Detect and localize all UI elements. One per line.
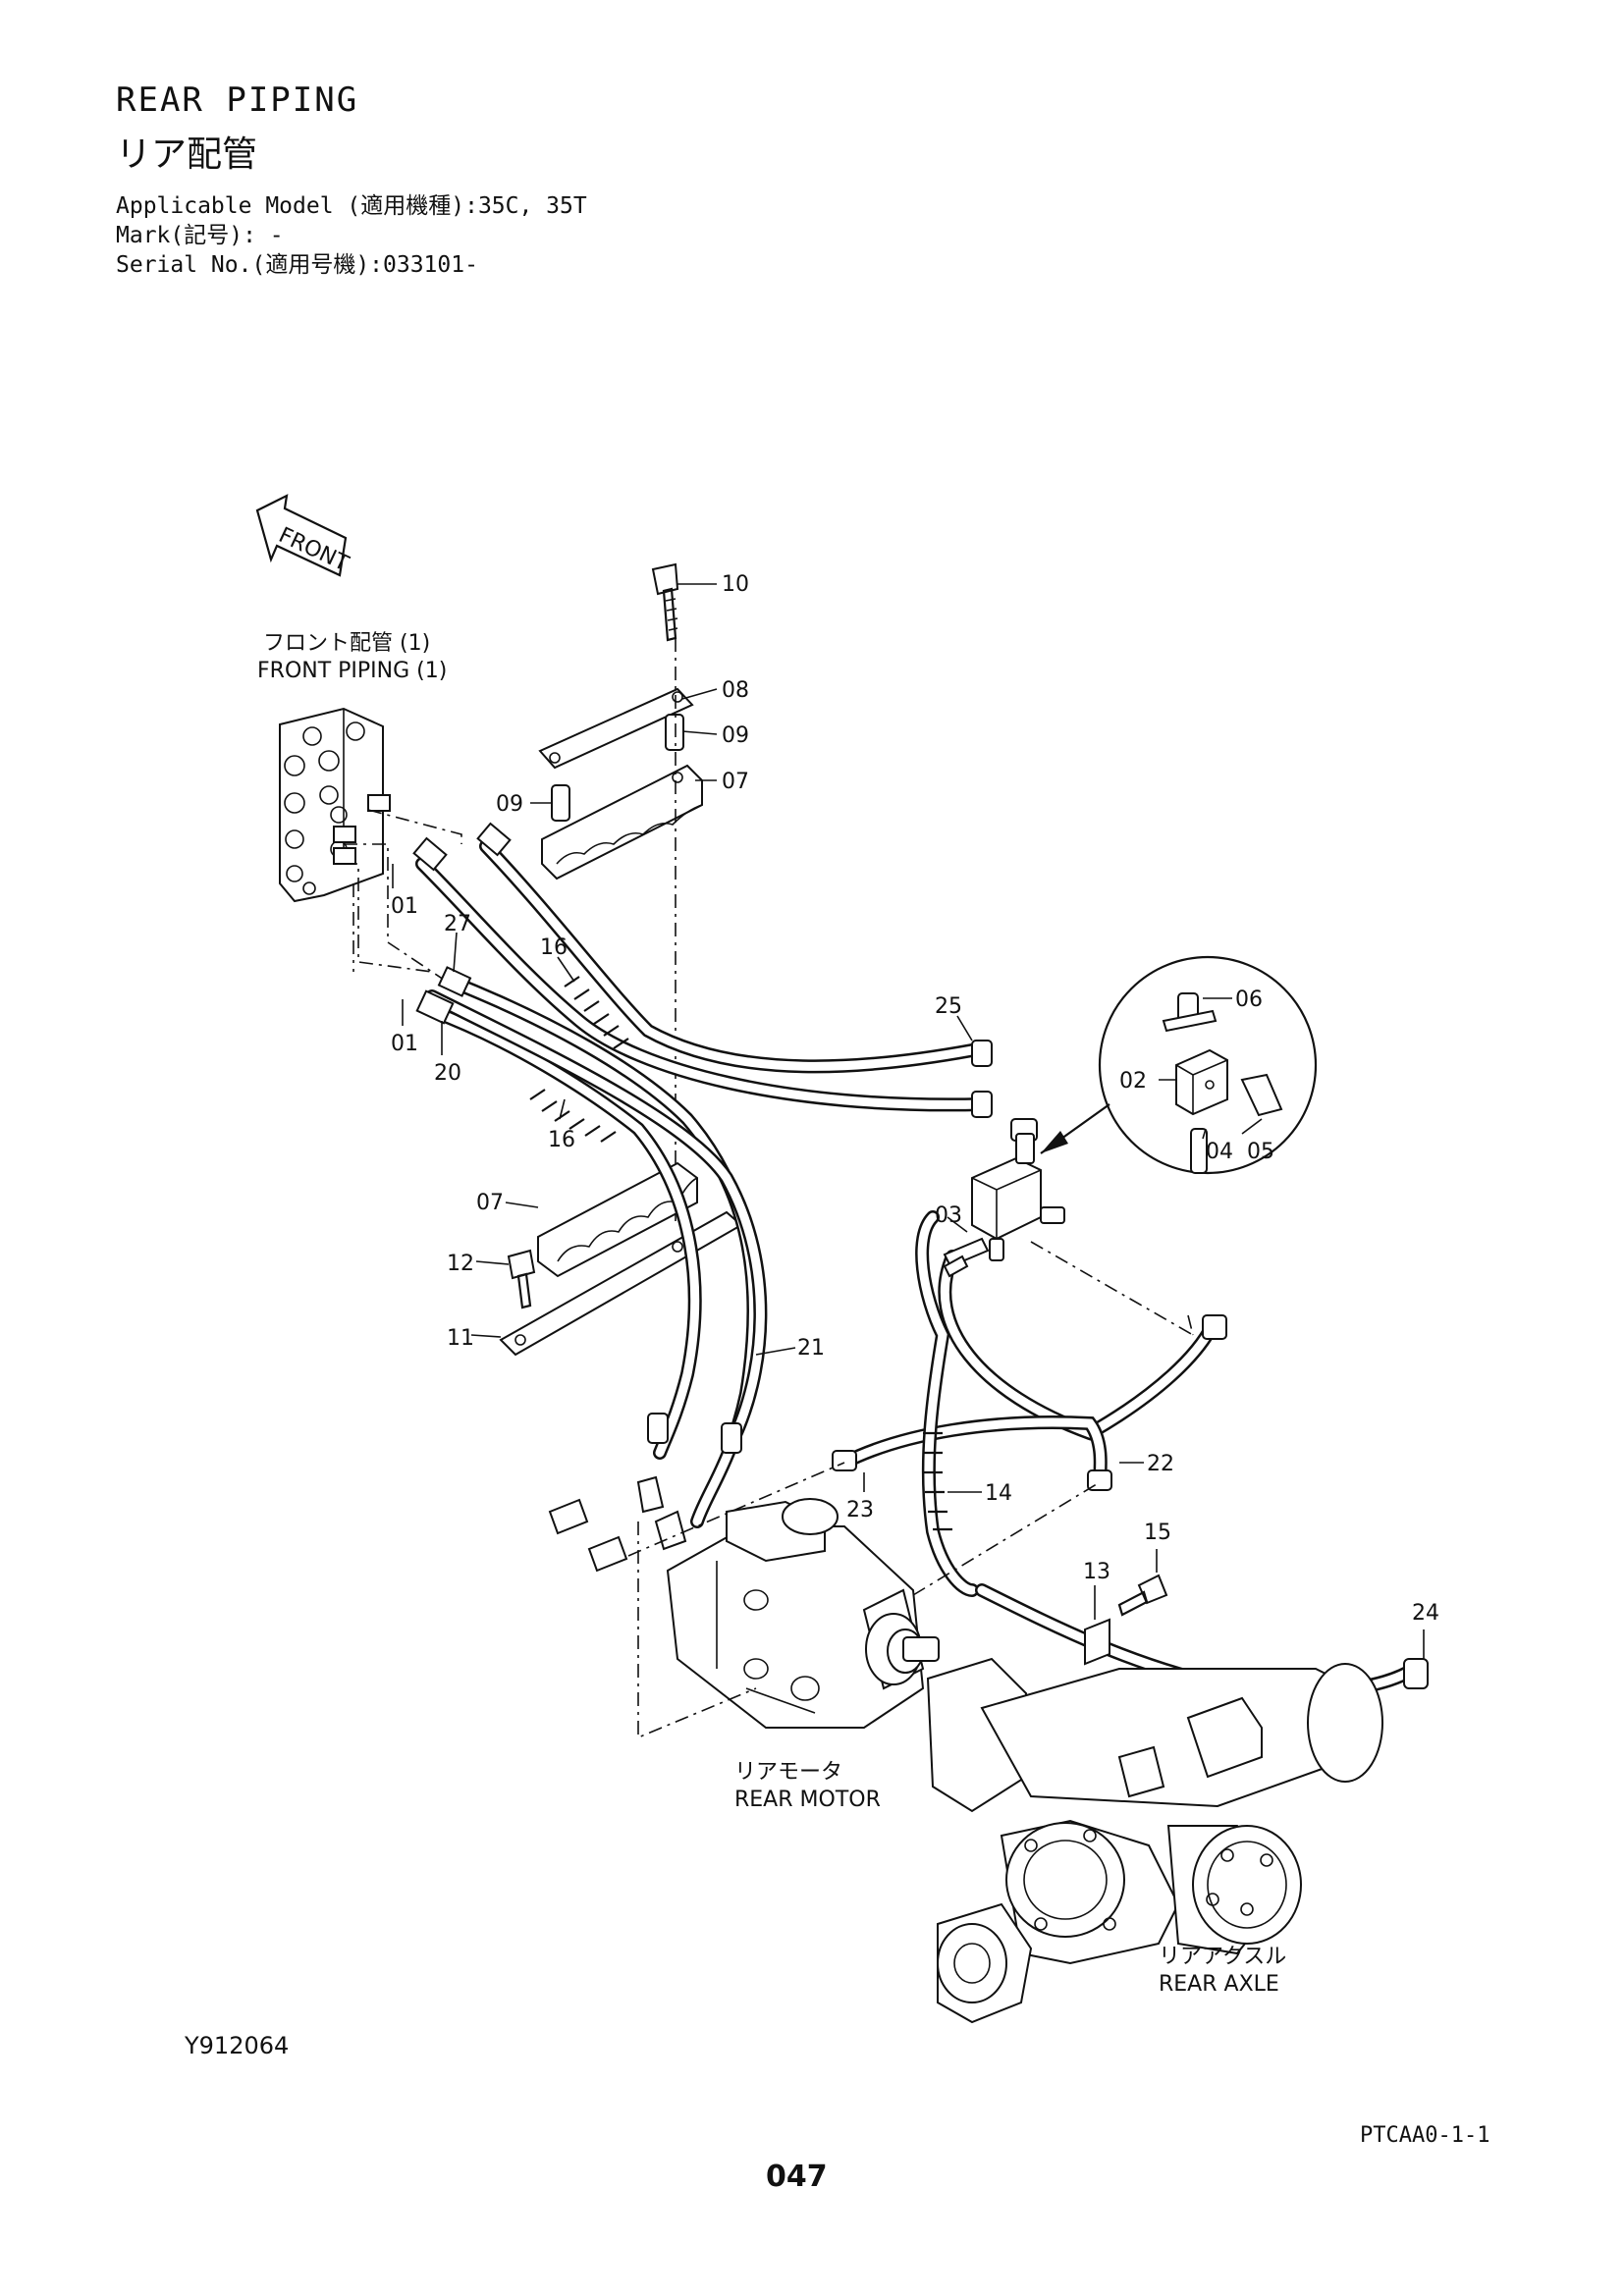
callout-08: 08 <box>722 678 749 703</box>
callout-10: 10 <box>722 572 749 597</box>
callout-20: 20 <box>434 1061 461 1086</box>
rear-motor <box>666 1498 940 1729</box>
clamp-13 <box>1084 1618 1110 1666</box>
callout-22: 22 <box>1147 1452 1174 1476</box>
tee-block <box>943 1133 1065 1268</box>
detail-circle <box>1040 955 1318 1175</box>
valve-block <box>279 707 391 903</box>
bolt-15 <box>1117 1574 1168 1617</box>
callout-16-b: 16 <box>548 1128 575 1152</box>
bolt-10 <box>651 562 679 642</box>
rear-motor-en: REAR MOTOR <box>734 1788 881 1812</box>
callout-16: 16 <box>540 935 568 960</box>
callout-07-b: 07 <box>476 1191 504 1215</box>
mark: Mark(記号): - <box>116 223 284 248</box>
callout-25: 25 <box>935 994 962 1019</box>
callout-14: 14 <box>985 1481 1012 1506</box>
callout-06: 06 <box>1235 988 1263 1012</box>
callout-13: 13 <box>1083 1560 1110 1584</box>
callout-01-b: 01 <box>391 1032 418 1056</box>
plate-08 <box>538 687 694 770</box>
callout-05: 05 <box>1247 1140 1274 1164</box>
callout-21: 21 <box>797 1336 825 1361</box>
callout-01: 01 <box>391 894 418 919</box>
bolt-12 <box>507 1249 536 1309</box>
callout-24: 24 <box>1412 1601 1439 1626</box>
front-piping-jp: フロント配管 (1) <box>263 631 430 656</box>
callout-02: 02 <box>1119 1069 1147 1094</box>
page-title: REAR PIPING <box>116 80 359 120</box>
callout-04: 04 <box>1206 1140 1233 1164</box>
applicable-model: Applicable Model (適用機種):35C, 35T <box>116 193 587 219</box>
callout-leaders <box>392 583 1425 1659</box>
callout-15: 15 <box>1144 1521 1171 1545</box>
serial-number: Serial No.(適用号機):033101- <box>116 252 478 278</box>
page-code: PTCAA0-1-1 <box>1360 2123 1490 2148</box>
rear-motor-jp: リアモータ <box>734 1760 842 1785</box>
hose-fittings <box>412 822 1429 1689</box>
page-number: 047 <box>766 2160 828 2194</box>
callout-11: 11 <box>447 1326 474 1351</box>
collar-09-b <box>551 784 570 822</box>
front-piping-en: FRONT PIPING (1) <box>257 659 447 683</box>
rear-axle-en: REAR AXLE <box>1159 1972 1279 1997</box>
figure-number: Y912064 <box>185 2032 290 2059</box>
callout-12: 12 <box>447 1252 474 1276</box>
rear-axle <box>926 1657 1383 2024</box>
callout-09-b: 09 <box>496 792 523 817</box>
page-title-jp: リア配管 <box>116 134 258 175</box>
callout-07: 07 <box>722 770 749 794</box>
collar-09 <box>665 714 684 751</box>
callout-09: 09 <box>722 723 749 748</box>
rear-axle-jp: リアアクスル <box>1159 1945 1286 1969</box>
clamp-07-lower <box>537 1161 698 1278</box>
front-arrow-icon: FRONT <box>255 494 352 577</box>
callout-23: 23 <box>846 1498 874 1522</box>
callout-27: 27 <box>444 912 471 936</box>
callout-03: 03 <box>935 1203 962 1228</box>
front-arrow-label: FRONT <box>275 523 352 577</box>
callout-numbers: 10 08 09 07 09 01 27 16 01 20 16 25 06 0… <box>391 572 1439 1626</box>
